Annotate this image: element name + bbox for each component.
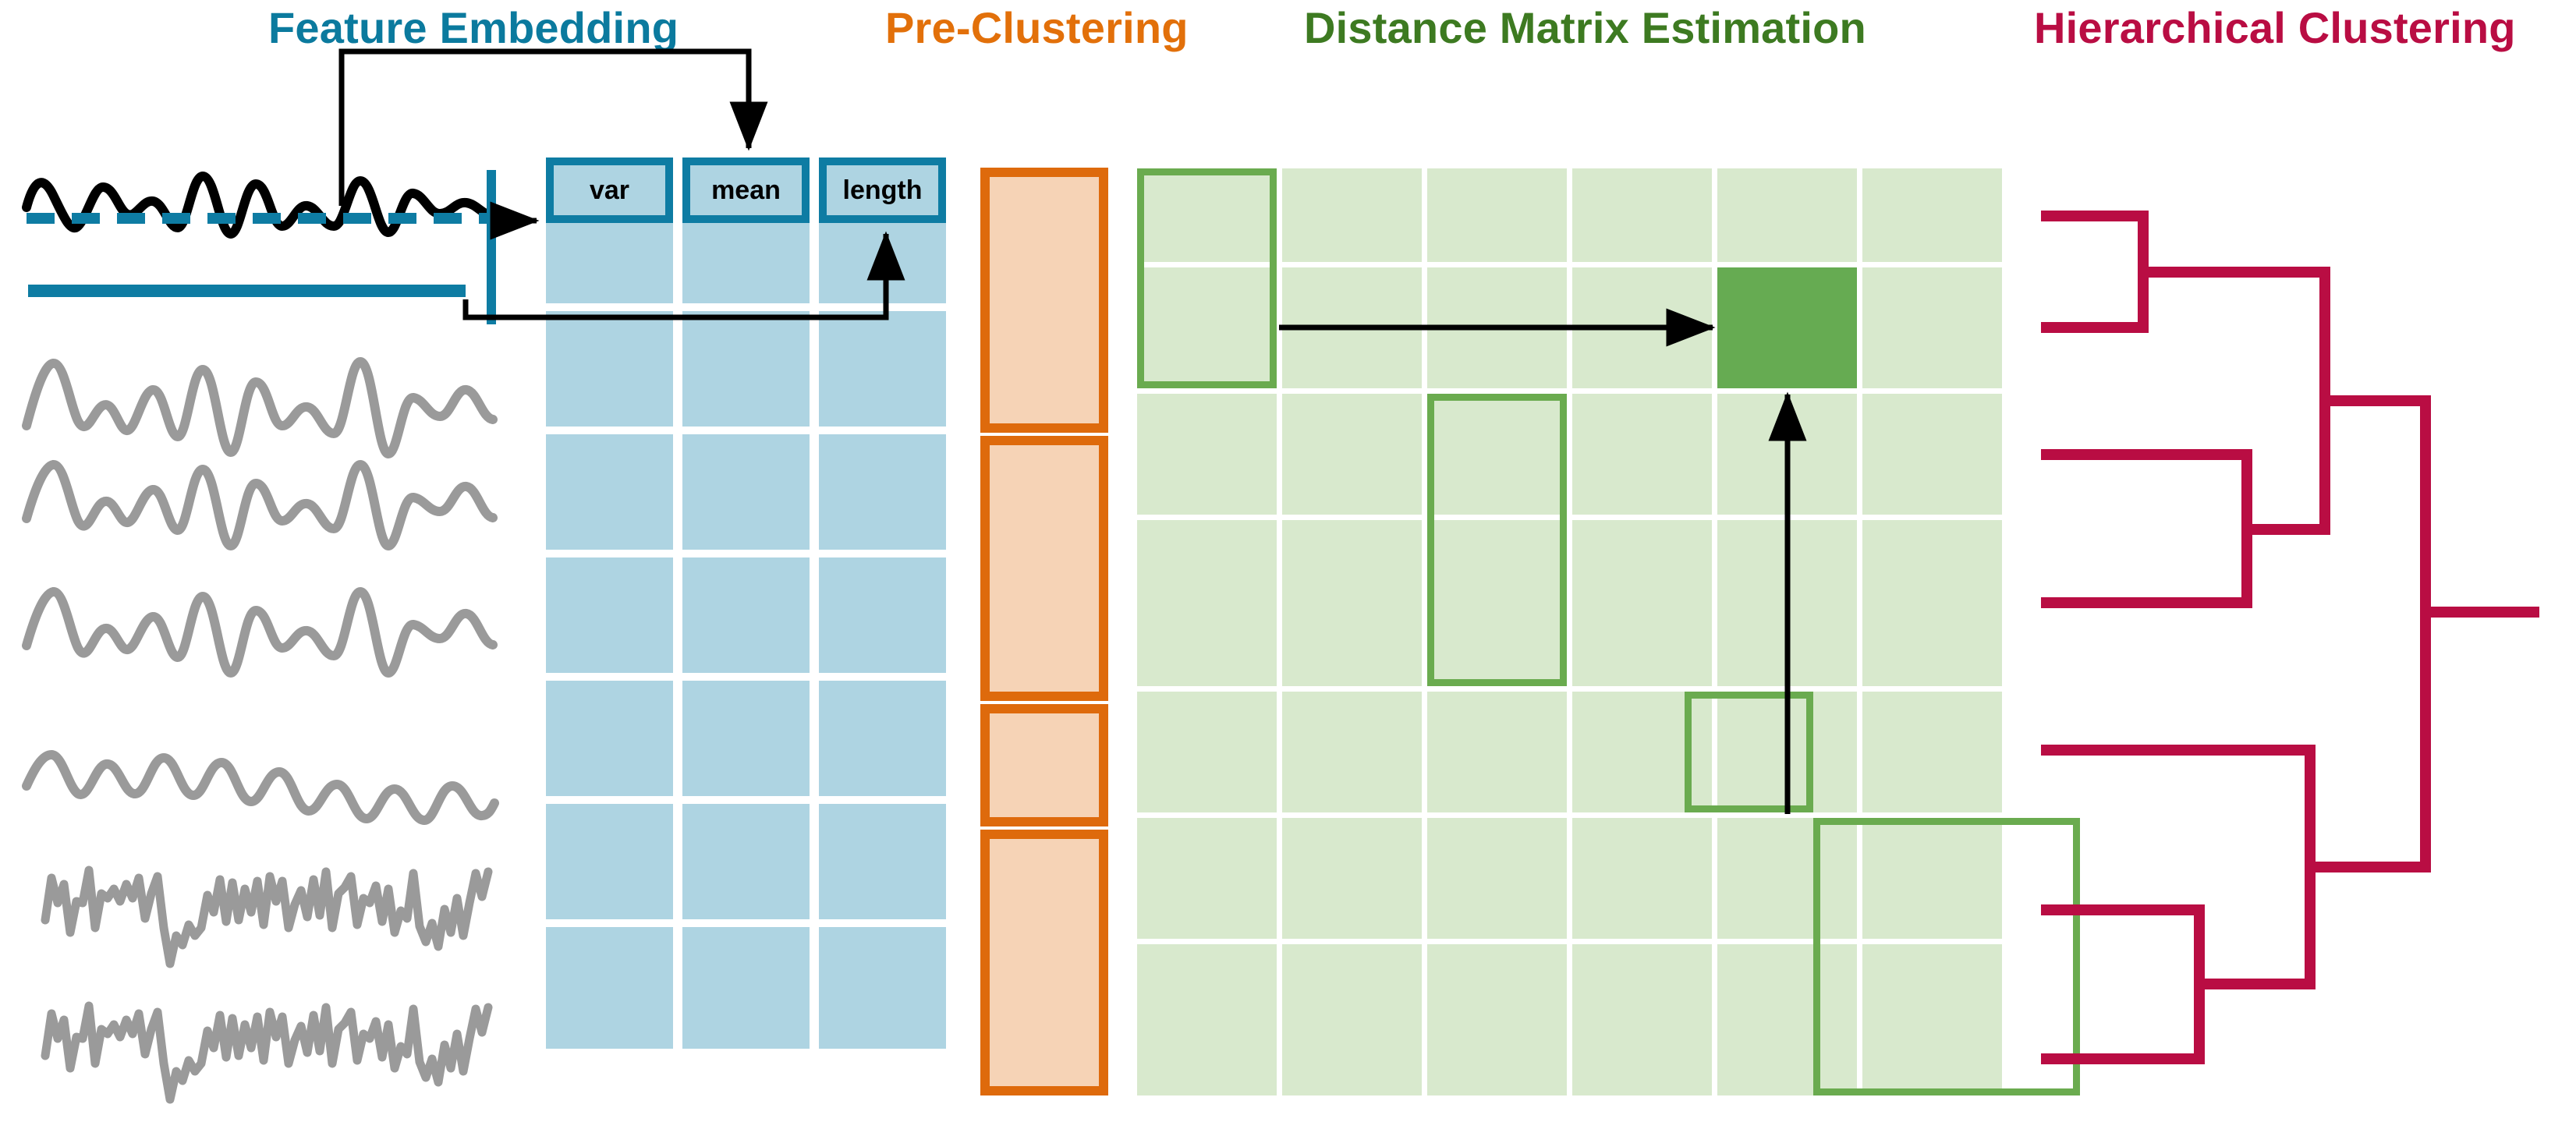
distance-cell[interactable] — [1137, 520, 1277, 686]
time-series-curve-0 — [22, 172, 498, 239]
pre-cluster-box-2[interactable] — [980, 436, 1108, 701]
feature-label-var: var — [589, 175, 630, 205]
time-series-curve-1 — [22, 357, 498, 458]
distance-block-c[interactable] — [1685, 692, 1813, 812]
pre-cluster-box-4[interactable] — [980, 830, 1108, 1095]
distance-cell[interactable] — [1862, 944, 2002, 1095]
feature-cell — [819, 557, 946, 673]
feature-cell — [682, 223, 810, 303]
distance-cell[interactable] — [1282, 394, 1422, 515]
feature-cell — [682, 681, 810, 796]
feature-header-mean[interactable]: mean — [682, 158, 810, 223]
distance-cell[interactable] — [1137, 692, 1277, 812]
distance-cell[interactable] — [1282, 692, 1422, 812]
feature-cell — [546, 311, 673, 427]
feature-cell — [546, 223, 673, 303]
distance-cell[interactable] — [1572, 168, 1712, 262]
distance-cell[interactable] — [1137, 267, 1277, 388]
title-distance-matrix: Distance Matrix Estimation — [1304, 3, 1866, 52]
feature-cell — [819, 311, 946, 427]
feature-cell — [819, 681, 946, 796]
time-series-curve-3 — [22, 587, 498, 678]
arrow-length-to-length-cell — [462, 231, 905, 320]
distance-cell[interactable] — [1427, 818, 1567, 939]
distance-cell[interactable] — [1137, 944, 1277, 1095]
distance-cell[interactable] — [1137, 394, 1277, 515]
distance-cell[interactable] — [1282, 520, 1422, 686]
distance-block-b[interactable] — [1427, 394, 1567, 686]
feature-cell — [682, 557, 810, 673]
feature-cell — [546, 681, 673, 796]
distance-cell[interactable] — [1572, 944, 1712, 1095]
feature-cell — [682, 804, 810, 919]
feature-header-var[interactable]: var — [546, 158, 673, 223]
feature-label-length: length — [842, 175, 923, 205]
pre-cluster-box-1[interactable] — [980, 168, 1108, 433]
title-feature-embedding: Feature Embedding — [268, 3, 679, 52]
distance-cell[interactable] — [1572, 394, 1712, 515]
feature-cell — [546, 557, 673, 673]
distance-block-a[interactable] — [1137, 168, 1277, 388]
feature-cell — [546, 804, 673, 919]
distance-cell[interactable] — [1862, 520, 2002, 686]
distance-cell[interactable] — [1717, 818, 1857, 939]
distance-cell[interactable] — [1862, 394, 2002, 515]
time-series-curve-4 — [22, 750, 499, 825]
distance-cell[interactable] — [1572, 520, 1712, 686]
feature-cell — [819, 804, 946, 919]
distance-cell[interactable] — [1717, 168, 1857, 262]
distance-cell[interactable] — [1862, 818, 2002, 939]
feature-header-length[interactable]: length — [819, 158, 946, 223]
distance-cell[interactable] — [1427, 944, 1567, 1095]
feature-cell — [682, 311, 810, 427]
distance-cell[interactable] — [1282, 944, 1422, 1095]
feature-label-mean: mean — [711, 175, 781, 205]
dendrogram — [2041, 211, 2539, 1064]
distance-cell[interactable] — [1137, 168, 1277, 262]
distance-cell[interactable] — [1427, 394, 1567, 515]
distance-cell[interactable] — [1427, 520, 1567, 686]
time-series-curve-2 — [22, 460, 498, 550]
distance-block-d[interactable] — [1813, 818, 2080, 1095]
distance-cell[interactable] — [1427, 168, 1567, 262]
distance-cell[interactable] — [1427, 692, 1567, 812]
distance-cell[interactable] — [1862, 692, 2002, 812]
time-series-curve-6 — [41, 1001, 493, 1104]
distance-cell[interactable] — [1282, 818, 1422, 939]
time-series-curve-5 — [41, 865, 493, 968]
distance-cell[interactable] — [1572, 818, 1712, 939]
distance-cell[interactable] — [1282, 168, 1422, 262]
pre-cluster-box-3[interactable] — [980, 704, 1108, 826]
title-hierarchical-clustering: Hierarchical Clustering — [2034, 3, 2516, 52]
feature-cell — [819, 927, 946, 1049]
feature-cell — [546, 927, 673, 1049]
distance-cell[interactable] — [1862, 168, 2002, 262]
distance-cell[interactable] — [1862, 267, 2002, 388]
feature-cell — [682, 434, 810, 550]
title-pre-clustering: Pre-Clustering — [885, 3, 1189, 52]
distance-cell-highlighted[interactable] — [1717, 267, 1857, 388]
feature-cell — [682, 927, 810, 1049]
distance-cell[interactable] — [1717, 944, 1857, 1095]
distance-cell[interactable] — [1137, 818, 1277, 939]
arrow-mean-to-mean-cell — [338, 48, 768, 206]
feature-cell — [819, 434, 946, 550]
feature-cell — [546, 434, 673, 550]
